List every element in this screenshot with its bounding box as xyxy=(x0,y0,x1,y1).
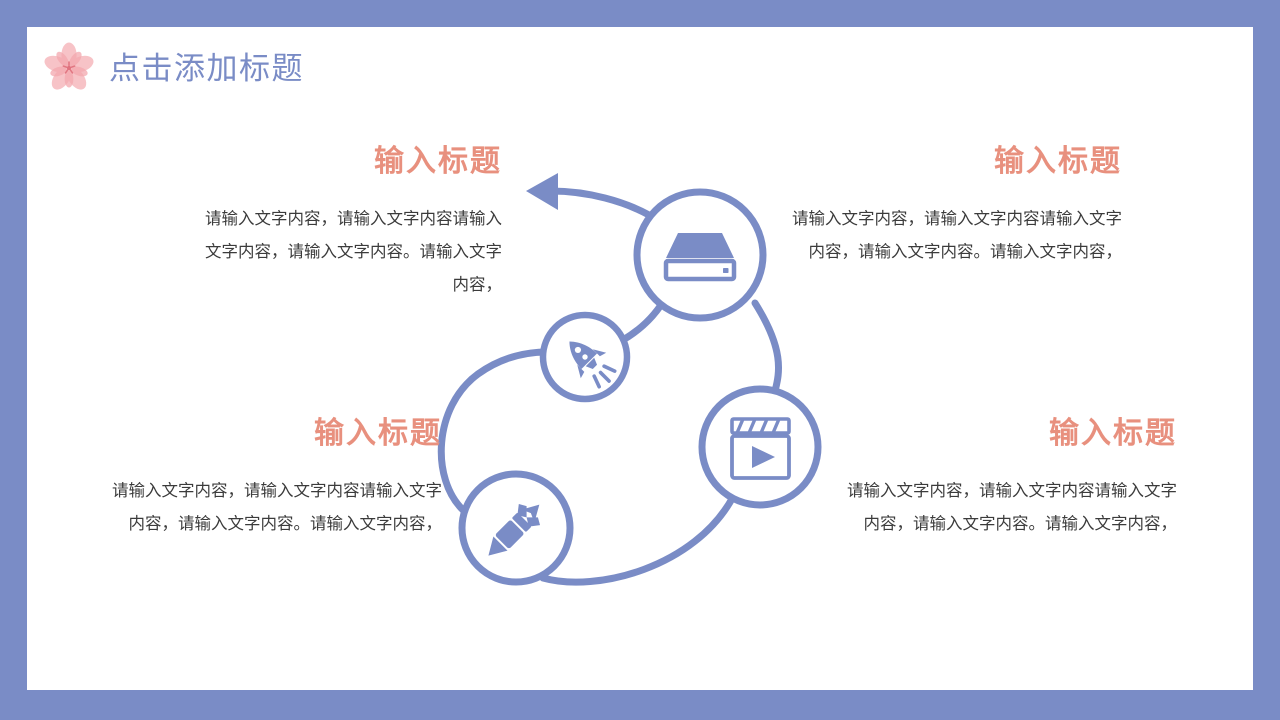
content-block-top-right: 输入标题 请输入文字内容，请输入文字内容请输入文字内容，请输入文字内容。请输入文… xyxy=(792,145,1122,268)
content-block-bottom-left: 输入标题 请输入文字内容，请输入文字内容请输入文字内容，请输入文字内容。请输入文… xyxy=(112,417,442,540)
slide-content-sheet: 点击添加标题 xyxy=(27,27,1253,690)
block-body-top-left: 请输入文字内容，请输入文字内容请输入文字内容，请输入文字内容。请输入文字内容， xyxy=(205,208,502,294)
link-brush-to-rocket[interactable] xyxy=(437,348,551,514)
block-title-top-right: 输入标题 xyxy=(994,145,1122,178)
link-drive-to-film[interactable] xyxy=(751,299,782,395)
node-drive[interactable] xyxy=(633,188,767,322)
left-arrow-head-icon[interactable] xyxy=(526,173,558,210)
content-block-bottom-right: 输入标题 请输入文字内容，请输入文字内容请输入文字内容，请输入文字内容。请输入文… xyxy=(847,417,1177,540)
block-body-top-right: 请输入文字内容，请输入文字内容请输入文字内容，请输入文字内容。请输入文字内容， xyxy=(792,208,1122,261)
block-body-bottom-left: 请输入文字内容，请输入文字内容请输入文字内容，请输入文字内容。请输入文字内容， xyxy=(112,480,442,533)
link-film-to-brush[interactable] xyxy=(539,493,737,586)
block-body-bottom-right: 请输入文字内容，请输入文字内容请输入文字内容，请输入文字内容。请输入文字内容， xyxy=(847,480,1177,533)
cycle-diagram xyxy=(437,173,822,586)
block-title-bottom-left: 输入标题 xyxy=(314,417,442,450)
page-title: 点击添加标题 xyxy=(109,50,304,86)
node-brush[interactable] xyxy=(458,470,574,586)
slide-header: 点击添加标题 xyxy=(43,33,304,103)
node-drive-circle[interactable] xyxy=(633,188,767,322)
block-title-top-left: 输入标题 xyxy=(374,145,502,178)
content-block-top-left: 输入标题 请输入文字内容，请输入文字内容请输入文字内容，请输入文字内容。请输入文… xyxy=(172,145,502,301)
node-film-circle[interactable] xyxy=(698,385,822,509)
block-title-bottom-right: 输入标题 xyxy=(1049,417,1177,450)
node-rocket[interactable] xyxy=(539,311,631,403)
sakura-flower-icon xyxy=(44,42,94,90)
node-rocket-circle[interactable] xyxy=(539,311,631,403)
node-film[interactable] xyxy=(698,385,822,509)
node-brush-circle[interactable] xyxy=(458,470,574,586)
